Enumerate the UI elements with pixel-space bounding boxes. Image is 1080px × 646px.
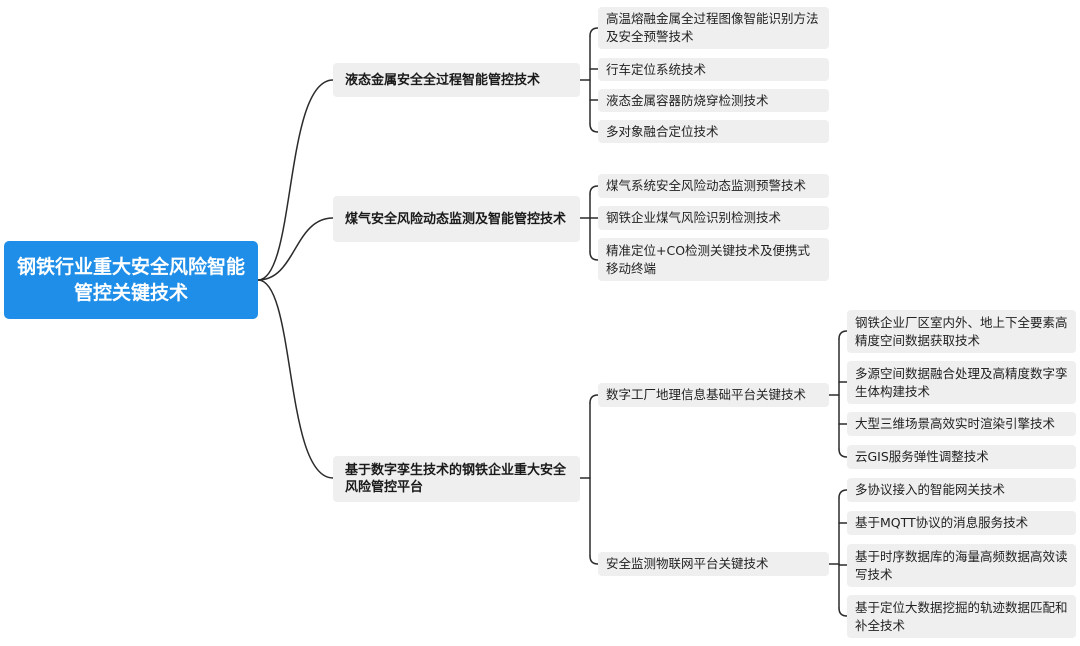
leaf-label: 多对象融合定位技术 bbox=[606, 123, 719, 139]
leaf-label: 精准定位+CO检测关键技术及便携式移动终端 bbox=[606, 242, 811, 276]
leaf-node[interactable]: 云GIS服务弹性调整技术 bbox=[847, 445, 1076, 469]
leaf-label: 多源空间数据融合处理及高精度数字孪生体构建技术 bbox=[855, 365, 1068, 399]
leaf-node[interactable]: 多源空间数据融合处理及高精度数字孪生体构建技术 bbox=[847, 361, 1076, 404]
leaf-node[interactable]: 煤气系统安全风险动态监测预警技术 bbox=[598, 174, 829, 198]
leaf-label: 基于定位大数据挖掘的轨迹数据匹配和补全技术 bbox=[855, 599, 1068, 633]
branch-node-liquid-metal[interactable]: 液态金属安全全过程智能管控技术 bbox=[333, 63, 580, 97]
leaf-label: 液态金属容器防烧穿检测技术 bbox=[606, 92, 769, 108]
leaf-label: 基于时序数据库的海量高频数据高效读写技术 bbox=[855, 548, 1068, 582]
root-node[interactable]: 钢铁行业重大安全风险智能管控关键技术 bbox=[4, 241, 258, 319]
leaf-node[interactable]: 行车定位系统技术 bbox=[598, 58, 829, 81]
leaf-label: 钢铁企业厂区室内外、地上下全要素高精度空间数据获取技术 bbox=[855, 314, 1068, 348]
sub-branch-label: 安全监测物联网平台关键技术 bbox=[606, 556, 769, 571]
leaf-label: 多协议接入的智能网关技术 bbox=[855, 482, 1006, 497]
leaf-node[interactable]: 大型三维场景高效实时渲染引擎技术 bbox=[847, 412, 1076, 436]
leaf-label: 煤气系统安全风险动态监测预警技术 bbox=[606, 178, 807, 193]
leaf-node[interactable]: 基于定位大数据挖掘的轨迹数据匹配和补全技术 bbox=[847, 595, 1076, 638]
leaf-label: 大型三维场景高效实时渲染引擎技术 bbox=[855, 416, 1056, 431]
leaf-label: 钢铁企业煤气风险识别检测技术 bbox=[606, 210, 782, 225]
branch-node-digital-twin[interactable]: 基于数字孪生技术的钢铁企业重大安全风险管控平台 bbox=[333, 456, 580, 502]
leaf-node[interactable]: 液态金属容器防烧穿检测技术 bbox=[598, 89, 829, 112]
leaf-node[interactable]: 基于MQTT协议的消息服务技术 bbox=[847, 511, 1076, 535]
root-title: 钢铁行业重大安全风险智能管控关键技术 bbox=[16, 256, 245, 304]
leaf-label: 云GIS服务弹性调整技术 bbox=[855, 449, 989, 464]
leaf-node[interactable]: 精准定位+CO检测关键技术及便携式移动终端 bbox=[598, 238, 829, 281]
branch-label: 液态金属安全全过程智能管控技术 bbox=[345, 72, 541, 88]
sub-branch-label: 数字工厂地理信息基础平台关键技术 bbox=[606, 387, 807, 402]
leaf-node[interactable]: 钢铁企业煤气风险识别检测技术 bbox=[598, 206, 829, 230]
branch-label: 基于数字孪生技术的钢铁企业重大安全风险管控平台 bbox=[345, 463, 567, 495]
leaf-node[interactable]: 多协议接入的智能网关技术 bbox=[847, 478, 1076, 502]
leaf-node[interactable]: 钢铁企业厂区室内外、地上下全要素高精度空间数据获取技术 bbox=[847, 310, 1076, 353]
sub-branch-node-gis-platform[interactable]: 数字工厂地理信息基础平台关键技术 bbox=[598, 383, 829, 407]
branch-node-gas-safety[interactable]: 煤气安全风险动态监测及智能管控技术 bbox=[333, 196, 580, 242]
leaf-node[interactable]: 基于时序数据库的海量高频数据高效读写技术 bbox=[847, 544, 1076, 587]
leaf-label: 高温熔融金属全过程图像智能识别方法及安全预警技术 bbox=[606, 11, 819, 44]
leaf-node[interactable]: 高温熔融金属全过程图像智能识别方法及安全预警技术 bbox=[598, 7, 829, 49]
leaf-label: 行车定位系统技术 bbox=[606, 61, 707, 77]
branch-label: 煤气安全风险动态监测及智能管控技术 bbox=[345, 211, 567, 227]
leaf-label: 基于MQTT协议的消息服务技术 bbox=[855, 515, 1029, 530]
leaf-node[interactable]: 多对象融合定位技术 bbox=[598, 120, 829, 143]
sub-branch-node-iot-platform[interactable]: 安全监测物联网平台关键技术 bbox=[598, 552, 829, 576]
